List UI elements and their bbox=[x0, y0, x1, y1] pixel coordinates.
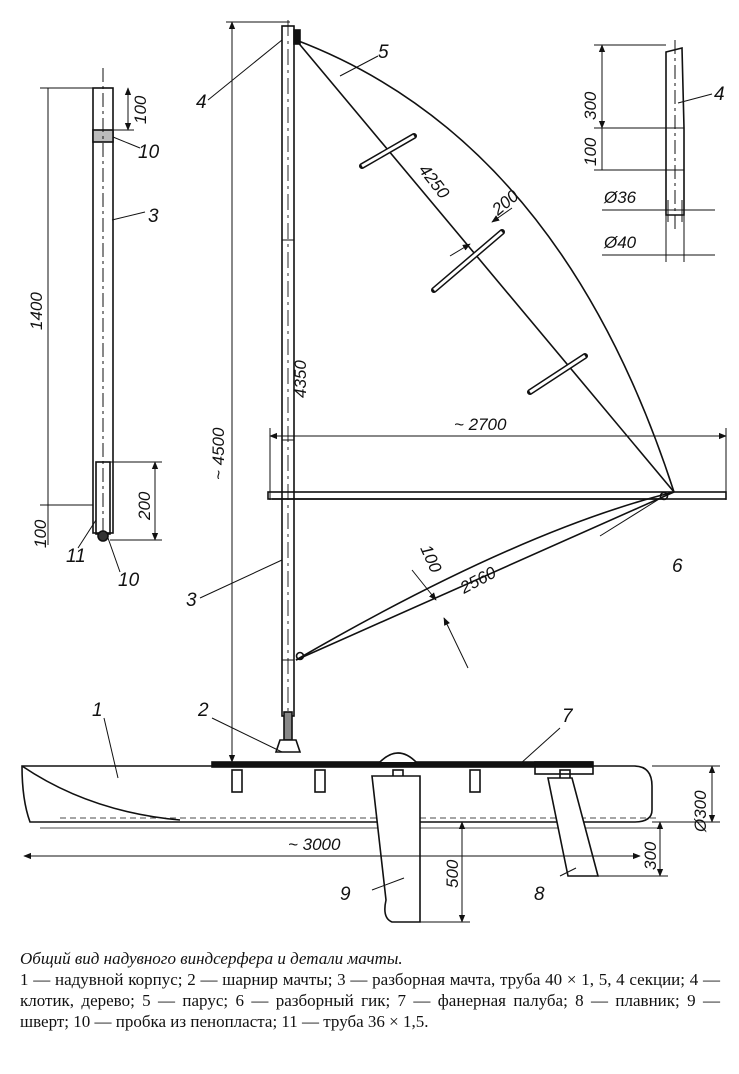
part-label-2: 2 bbox=[197, 700, 209, 721]
dim-hull-length: ~ 3000 bbox=[288, 835, 341, 854]
mast bbox=[274, 20, 302, 753]
dim-foot: 2560 bbox=[456, 563, 500, 598]
part-label-11: 11 bbox=[66, 546, 86, 567]
part-label-8: 8 bbox=[534, 884, 545, 905]
dim-section-top: 100 bbox=[131, 95, 150, 124]
mast-section-detail bbox=[40, 68, 162, 573]
dim-diameter-36: Ø36 bbox=[603, 188, 637, 207]
part-labels: 1 2 3 3 4 4 5 6 7 8 9 10 10 11 bbox=[66, 42, 725, 905]
dim-foot-depth: 100 bbox=[416, 542, 445, 576]
dim-fin-depth: 300 bbox=[641, 841, 660, 870]
dim-diameter-40: Ø40 bbox=[603, 233, 637, 252]
part-label-7: 7 bbox=[562, 706, 574, 727]
dim-mast-height: ~ 4500 bbox=[209, 427, 228, 480]
dim-sail-luff: 4250 bbox=[415, 161, 454, 203]
part-label-5: 5 bbox=[378, 42, 389, 63]
dim-mast-length: 4350 bbox=[291, 360, 310, 398]
dim-hull-diameter: Ø300 bbox=[691, 790, 710, 833]
caption-legend: 1 — надувной корпус; 2 — шарнир мачты; 3… bbox=[20, 970, 720, 1031]
hull bbox=[21, 39, 720, 923]
dim-board-depth: 500 bbox=[443, 859, 462, 888]
dim-cap-100: 100 bbox=[581, 137, 600, 166]
figure-caption: Общий вид надувного виндсерфера и детали… bbox=[20, 948, 720, 1032]
part-label-3: 3 bbox=[186, 590, 197, 611]
part-label-3-detail: 3 bbox=[148, 206, 159, 227]
part-label-4-detail: 4 bbox=[714, 84, 725, 105]
part-label-10-top: 10 bbox=[138, 142, 160, 163]
part-label-1: 1 bbox=[92, 700, 103, 721]
part-label-9: 9 bbox=[340, 884, 351, 905]
dim-section-bottom: 100 bbox=[31, 519, 50, 548]
part-label-4: 4 bbox=[196, 92, 207, 113]
dim-boom: ~ 2700 bbox=[454, 415, 507, 434]
dimension-labels: ~ 4500 4350 4250 200 ~ 2700 2560 100 ~ 3… bbox=[27, 91, 710, 888]
windsurfer-drawing: 1 2 3 3 4 4 5 6 7 8 9 10 10 11 ~ 4500 43… bbox=[21, 20, 727, 923]
dim-batten: 200 bbox=[488, 186, 523, 220]
dim-section-length: 1400 bbox=[27, 292, 46, 330]
part-label-6: 6 bbox=[672, 556, 683, 577]
dim-cap-300: 300 bbox=[581, 91, 600, 120]
part-label-10-bottom: 10 bbox=[118, 570, 140, 591]
sail bbox=[295, 39, 675, 669]
masthead-detail bbox=[594, 40, 715, 262]
dim-section-bottom-2: 200 bbox=[135, 491, 154, 521]
caption-title: Общий вид надувного виндсерфера и детали… bbox=[20, 949, 403, 968]
boom bbox=[267, 428, 727, 537]
